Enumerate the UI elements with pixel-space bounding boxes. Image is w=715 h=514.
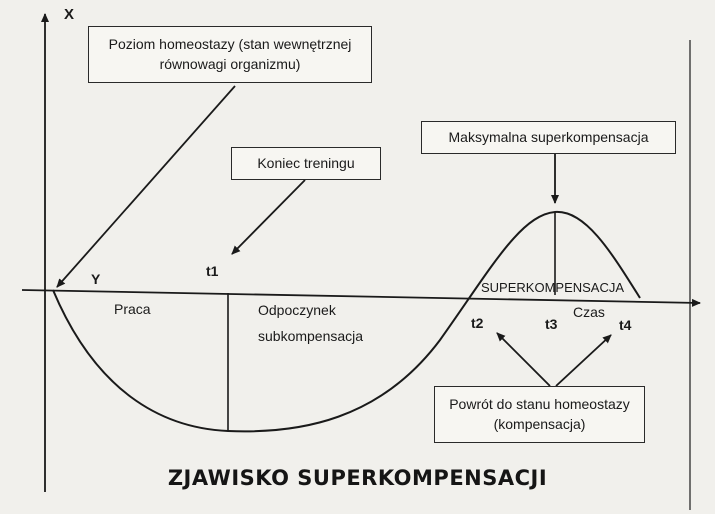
subkompensacja-label: subkompensacja	[258, 328, 364, 344]
t1-label: t1	[206, 263, 219, 279]
max-super-callout-text: Maksymalna superkompensacja	[448, 129, 649, 145]
t3-label: t3	[545, 316, 558, 332]
homeostasis-callout-line1: Poziom homeostazy (stan wewnętrznej	[108, 36, 352, 52]
homeostasis-callout-line2: równowagi organizmu)	[159, 56, 301, 72]
return-callout-line1: Powrót do stanu homeostazy	[449, 396, 630, 412]
return-arrow-left	[496, 332, 551, 387]
end-training-callout-text: Koniec treningu	[257, 155, 355, 171]
homeostasis-arrow	[56, 85, 236, 288]
x-axis	[21, 289, 701, 307]
y-axis-label: X	[64, 6, 75, 23]
homeostasis-callout: Poziom homeostazy (stan wewnętrznej równ…	[88, 26, 372, 83]
superkompensacja-label: SUPERKOMPENSACJA	[481, 280, 625, 295]
point-y-label: Y	[91, 271, 101, 287]
return-arrow-right	[555, 334, 612, 387]
x-axis-label: Czas	[573, 304, 605, 320]
diagram-title: ZJAWISKO SUPERKOMPENSACJI	[167, 466, 548, 490]
end-training-arrow	[231, 179, 306, 255]
max-super-callout: Maksymalna superkompensacja	[421, 121, 676, 154]
odpoczynek-label: Odpoczynek	[258, 302, 336, 318]
end-training-callout: Koniec treningu	[231, 147, 381, 180]
t2-label: t2	[471, 315, 484, 331]
supercompensation-curve	[52, 210, 641, 433]
return-homeostasis-callout: Powrót do stanu homeostazy (kompensacja)	[434, 386, 645, 443]
t4-label: t4	[619, 317, 632, 333]
return-callout-line2: (kompensacja)	[493, 416, 586, 432]
praca-label: Praca	[114, 301, 151, 317]
